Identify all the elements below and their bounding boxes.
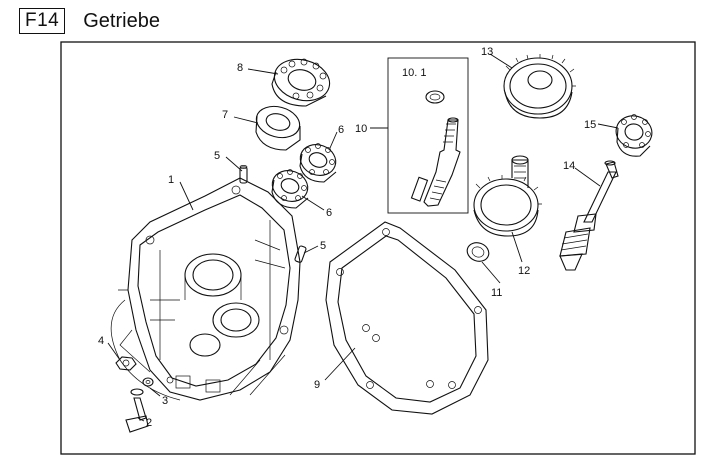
callout-5-upper: 5: [214, 150, 220, 162]
callout-10: 10: [355, 123, 367, 135]
callout-4: 4: [98, 335, 104, 347]
callout-labels: 1 2 3 4 5 5 6 6 7 8 9 10 10. 1 11 12 13 …: [98, 46, 596, 429]
bolt-part: [125, 388, 149, 433]
gearbox-housing: [110, 177, 301, 401]
bearing-15: [615, 114, 653, 157]
page-header: F14 Getriebe: [19, 8, 160, 34]
ring-11: [466, 242, 490, 262]
callout-8: 8: [237, 62, 243, 74]
shaft-10: [410, 117, 461, 207]
washer-part: [142, 377, 154, 387]
callout-15: 15: [584, 119, 596, 131]
nut-part: [115, 356, 137, 371]
callout-11: 11: [491, 287, 502, 299]
seal-ring-7: [255, 105, 301, 151]
callout-12: 12: [518, 265, 530, 277]
page-title: Getriebe: [83, 10, 160, 32]
callout-7: 7: [222, 109, 228, 121]
clip-10-1: [425, 90, 445, 104]
gear-12: [473, 155, 542, 237]
bearing-6-lower: [271, 169, 309, 209]
gasket-9: [325, 221, 489, 415]
leader-lines: [107, 53, 619, 422]
washer-hole: [145, 380, 151, 384]
diagram-frame: [60, 41, 696, 455]
dowel-pin-lower: [294, 245, 307, 263]
detail-box-10: [387, 57, 469, 214]
callout-6-lower: 6: [326, 207, 332, 219]
shaft-14: [559, 160, 619, 271]
callout-9: 9: [314, 379, 320, 391]
callout-5-lower: 5: [320, 240, 326, 252]
dowel-pin-upper: [239, 165, 248, 184]
callout-10-1: 10. 1: [402, 67, 426, 79]
nut-hole: [122, 359, 130, 367]
callout-14: 14: [563, 160, 575, 172]
callout-1: 1: [168, 174, 174, 186]
callout-13: 13: [481, 46, 493, 58]
bearing-8: [271, 58, 331, 107]
section-code: F14: [19, 8, 66, 34]
gear-13: [503, 54, 576, 119]
callout-6-upper: 6: [338, 124, 344, 136]
callout-2: 2: [146, 417, 152, 429]
bearing-6-upper: [299, 143, 337, 183]
callout-3: 3: [162, 395, 168, 407]
